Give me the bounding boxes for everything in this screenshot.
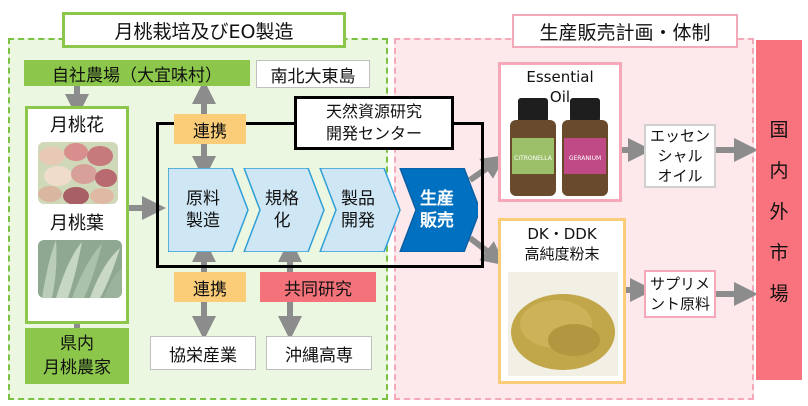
chevron-step-3 [319,168,401,252]
oil-bottles-image: CITRONELLA GERANIUM [510,98,608,196]
collab-label-bottom: 連携 [174,272,246,302]
research-center-label: 天然資源研究 開発センター [294,96,454,150]
left-panel-title: 月桃栽培及びEO製造 [62,12,346,48]
right-panel-title: 生産販売計画・体制 [512,14,738,48]
collab-label-top: 連携 [174,114,246,144]
chevron-step-sales [399,168,478,252]
flower-label: 月桃花 [50,115,104,136]
supplement-label: サプリメ ント原料 [644,270,716,318]
essential-oil-label: Essential Oil [526,68,594,106]
leaf-label: 月桃葉 [50,213,104,234]
powder-label: DK・DDK 高純度粉末 [524,225,600,263]
step-product-dev: 製品 開発 [341,189,375,231]
chevron-step-2 [243,168,325,252]
bottle-label-citronella: CITRONELLA [514,155,553,162]
step-material: 原料 製造 [186,189,220,231]
process-chevrons [168,168,478,252]
bottle-label-geranium: GERANIUM [569,155,601,162]
joint-research-label: 共同研究 [260,272,376,302]
market-char-3: 外 [769,200,789,223]
farmers-label: 県内 月桃農家 [25,328,129,384]
market-column: 国 内 外 市 場 [756,40,802,380]
market-char-4: 市 [769,241,789,264]
flower-photo [38,142,118,204]
step-sales: 生産 販売 [420,189,454,231]
powder-image [508,272,618,376]
island-label: 南北大東島 [256,60,370,88]
market-char-2: 内 [769,159,789,182]
market-char-1: 国 [769,118,789,141]
own-farm-label: 自社農場（大宜味村） [24,60,250,86]
eo-product-label: エッセン シャル オイル [644,124,716,188]
market-char-5: 場 [769,282,789,305]
leaf-photo [38,240,122,298]
partner-kyoei: 協栄産業 [150,336,256,370]
step-standardize: 規格 化 [265,189,299,231]
partner-kosen: 沖縄高専 [266,336,372,370]
chevron-step-1 [168,168,249,252]
